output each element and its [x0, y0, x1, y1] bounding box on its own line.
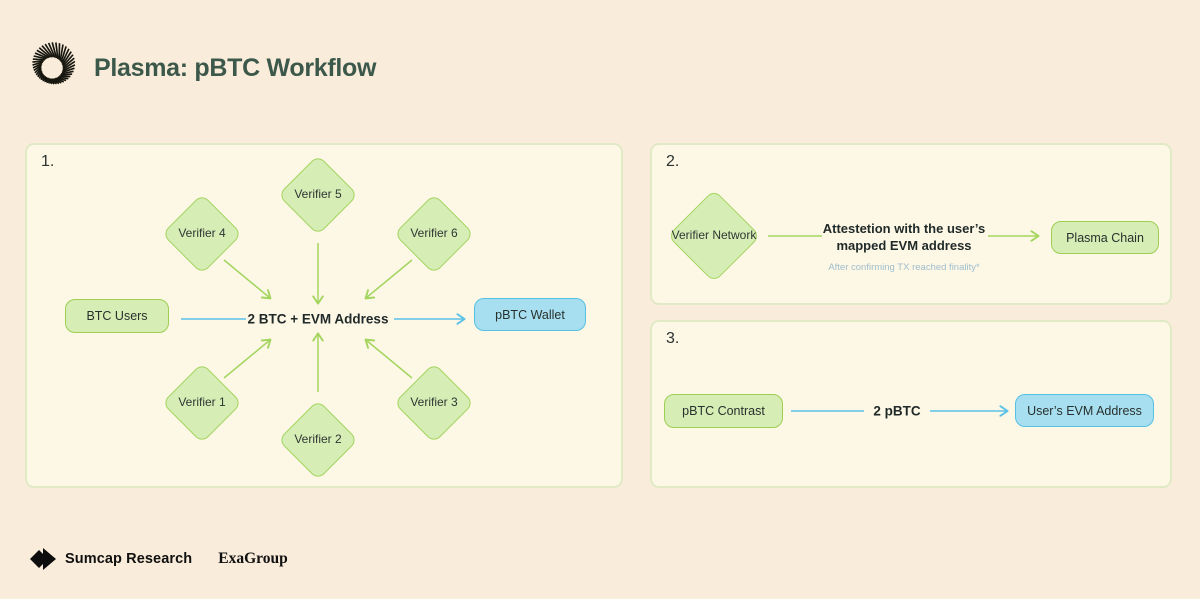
pbtc-amount-label: 2 pBTC	[873, 403, 921, 419]
footer: Sumcap Research ExaGroup	[30, 548, 288, 570]
verifier-6-label: Verifier 6	[410, 226, 458, 241]
verifier-2-label: Verifier 2	[294, 432, 342, 447]
panel-step-3: 3. pBTC Contrast 2 pBTC User’s EVM Addre…	[650, 320, 1172, 488]
plasma-chain-box: Plasma Chain	[1051, 221, 1159, 254]
verifier-5-diamond: Verifier 5	[277, 154, 359, 236]
btc-evm-address-label: 2 BTC + EVM Address	[247, 311, 389, 327]
verifier-network-label: Verifier Network	[671, 228, 757, 243]
spiral-logo-icon	[32, 42, 76, 85]
users-evm-address-box: User’s EVM Address	[1015, 394, 1154, 427]
attestation-label: Attestetion with the user’s mapped EVM a…	[823, 220, 986, 254]
step-1-number: 1.	[41, 153, 55, 170]
page-title: Plasma: pBTC Workflow	[94, 53, 377, 82]
attestation-line1: Attestetion with the user’s	[822, 221, 986, 236]
verifier-5-label: Verifier 5	[294, 187, 342, 202]
verifier-1-diamond: Verifier 1	[161, 362, 243, 444]
verifier-4-diamond: Verifier 4	[161, 193, 243, 275]
btc-users-box: BTC Users	[65, 299, 169, 333]
panel-step-1: 1. Verifier 4 Verifier 5 Verifier 6 Veri…	[25, 143, 623, 488]
step-2-number: 2.	[666, 153, 680, 170]
verifier-3-diamond: Verifier 3	[393, 362, 475, 444]
pbtc-wallet-box: pBTC Wallet	[474, 298, 586, 331]
step-3-number: 3.	[666, 330, 680, 347]
pbtc-contrast-box: pBTC Contrast	[664, 394, 783, 428]
finality-note: After confirming TX reached finality*	[828, 262, 980, 273]
verifier-2-diamond: Verifier 2	[277, 399, 359, 481]
verifier-1-label: Verifier 1	[178, 395, 226, 410]
brand-exagroup: ExaGroup	[218, 550, 288, 567]
verifier-3-label: Verifier 3	[410, 395, 458, 410]
verifier-network-diamond: Verifier Network	[666, 188, 762, 284]
brand-sumcap-research: Sumcap Research	[65, 551, 193, 567]
attestation-line2: mapped EVM address	[836, 238, 972, 253]
header: Plasma: pBTC Workflow	[24, 40, 376, 96]
verifier-6-diamond: Verifier 6	[393, 193, 475, 275]
panel-step-2: 2. Verifier Network Attestetion with the…	[650, 143, 1172, 305]
sumcap-logo-icon	[30, 548, 56, 570]
verifier-4-label: Verifier 4	[178, 226, 226, 241]
